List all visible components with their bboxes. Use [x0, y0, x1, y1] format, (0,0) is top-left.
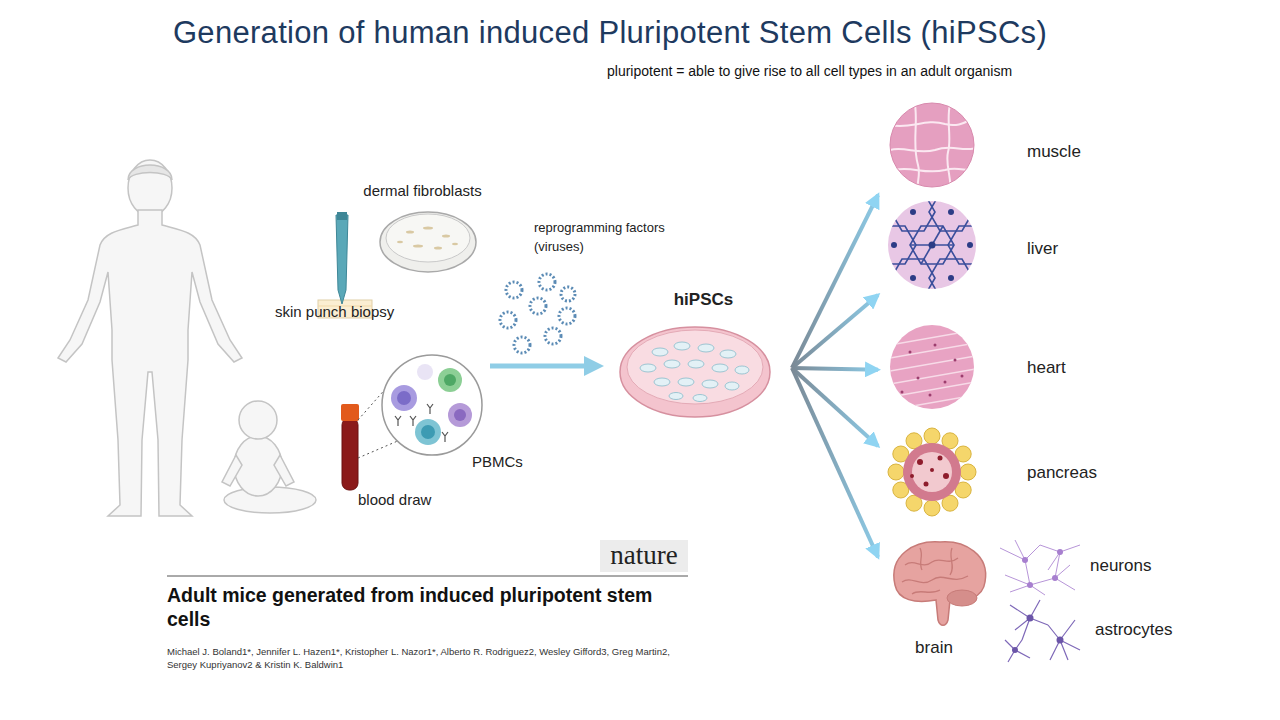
neuron-cells	[1000, 540, 1080, 595]
text-label: pluripotent = able to give rise to all c…	[607, 63, 1167, 80]
text-label: Adult mice generated from induced plurip…	[167, 583, 695, 631]
journal-logo-box	[600, 540, 688, 572]
tissue-node: astrocytes	[995, 598, 1170, 662]
differentiation-arrow	[792, 195, 878, 368]
biopsy-tool	[318, 212, 372, 318]
tissue-node: heart	[878, 322, 1108, 412]
tissue-node: muscle	[878, 100, 1108, 200]
tissue-node: brain	[878, 540, 990, 662]
text-label: Michael J. Boland1*, Jennifer L. Hazen1*…	[167, 645, 687, 671]
culture-dish	[380, 212, 476, 272]
baby-figure	[222, 401, 316, 513]
brain-organ	[894, 542, 986, 625]
text-label: skin punch biopsy	[275, 303, 425, 321]
differentiation-arrow	[792, 295, 878, 368]
differentiation-arrow	[792, 368, 878, 557]
pancreas-tissue	[888, 428, 976, 516]
liver-tissue	[872, 193, 992, 297]
node-label: muscle	[1027, 142, 1107, 162]
astrocyte-cells	[1005, 600, 1080, 662]
heart-tissue	[890, 325, 975, 410]
node-label: astrocytes	[1095, 620, 1185, 640]
node-label: PBMCs	[472, 453, 532, 471]
muscle-tissue	[890, 103, 976, 190]
text-label: blood draw	[358, 491, 468, 509]
node-label: hiPSCs	[615, 290, 792, 310]
tissue-node: dermal fibroblasts	[350, 180, 495, 275]
tissue-node: hiPSCs	[615, 288, 792, 418]
node-label: neurons	[1090, 556, 1160, 576]
tissue-node: liver	[878, 198, 1108, 298]
text-label: nature	[600, 539, 688, 571]
differentiation-arrow	[792, 368, 878, 370]
text-label: reprogramming factors (viruses)	[534, 218, 694, 256]
rule-line	[167, 576, 688, 577]
tissue-node: pancreas	[878, 428, 1108, 518]
node-label: heart	[1027, 358, 1107, 378]
differentiation-arrow	[792, 368, 878, 446]
human-figure	[58, 160, 242, 516]
node-label: liver	[1027, 239, 1107, 259]
ipsc-dish	[620, 327, 770, 417]
diagram-title: Generation of human induced Pluripotent …	[0, 14, 1220, 51]
process-arrow	[490, 364, 598, 369]
tissue-node: neurons	[995, 538, 1155, 596]
node-label: dermal fibroblasts	[350, 182, 495, 200]
pbmc-magnifier	[382, 355, 482, 455]
node-label: pancreas	[1027, 463, 1107, 483]
tissue-node: PBMCs	[380, 352, 530, 474]
node-label: brain	[878, 638, 990, 658]
virus-particles	[500, 274, 575, 353]
blood-tube	[341, 378, 400, 490]
